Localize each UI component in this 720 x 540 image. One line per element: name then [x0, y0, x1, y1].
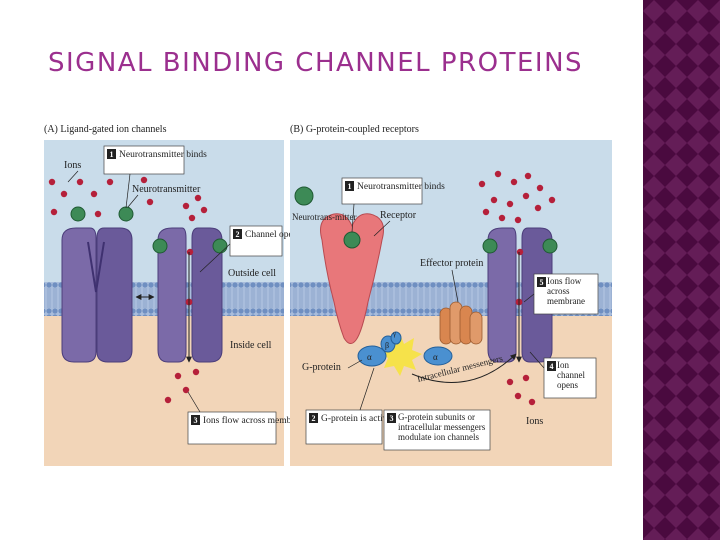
ions-outside	[48, 176, 208, 256]
label-inside-cell: Inside cell	[230, 340, 272, 351]
open-ion-channel	[157, 227, 223, 363]
neurotransmitter	[482, 238, 498, 254]
step-number: 4	[550, 362, 554, 371]
step-text: G-protein subunits or intracellular mess…	[398, 412, 486, 442]
label-g-protein: G-protein	[302, 362, 341, 373]
leader-line	[67, 170, 79, 183]
step-text: G-protein is activated	[321, 414, 404, 424]
neurotransmitter	[70, 206, 86, 222]
leader-line	[373, 220, 391, 237]
figure: (A) Ligand-gated ion channels	[40, 122, 612, 468]
step-number: 5	[540, 278, 544, 287]
ions-inside-b	[506, 374, 536, 406]
ions-outside-b	[478, 170, 556, 256]
step-number: 3	[194, 416, 198, 425]
label-outside-cell: Outside cell	[228, 268, 276, 279]
neurotransmitter	[152, 238, 168, 254]
effector-protein	[439, 301, 483, 345]
ions-inside	[164, 368, 200, 404]
label-alpha: α	[367, 352, 372, 362]
label-neurotransmitter: Neurotransmitter	[132, 184, 201, 195]
label-ions: Ions	[64, 160, 81, 171]
leader-line	[127, 194, 139, 208]
label-neurotransmitter-b: Neurotrans-mitter	[292, 212, 356, 222]
label-receptor: Receptor	[380, 210, 417, 221]
neurotransmitter	[294, 186, 314, 206]
step-number: 1	[348, 182, 352, 191]
slide-title: SIGNAL BINDING CHANNEL PROTEINS	[48, 48, 584, 78]
step-text: Neurotransmitter binds	[119, 150, 207, 160]
panel-b-header: (B) G-protein-coupled receptors	[290, 124, 419, 135]
step-number: 1	[110, 150, 114, 159]
messenger-arrow	[411, 353, 517, 383]
leader-line	[347, 359, 363, 369]
g-protein-alpha-subunit	[357, 345, 387, 367]
decorative-side-band	[643, 0, 720, 540]
label-effector-protein: Effector protein	[420, 258, 483, 269]
step-callout-b3: 3 G-protein subunits or intracellular me…	[383, 409, 491, 451]
step-text: Ions flow across membrane	[547, 276, 585, 306]
step-text: Channel opens	[245, 230, 302, 240]
neurotransmitter	[212, 238, 228, 254]
leader-line	[451, 269, 459, 303]
step-text: Neurotransmitter binds	[357, 182, 445, 192]
g-protein-coupled-receptor	[320, 213, 384, 344]
step-text: Ion channel opens	[557, 360, 585, 390]
label-gamma: γ	[392, 330, 396, 338]
label-ions-b: Ions	[526, 416, 543, 427]
panel-a: (A) Ligand-gated ion channels	[44, 124, 308, 466]
panel-b: (B) G-protein-coupled receptors α β γ α	[290, 124, 612, 466]
neurotransmitter	[118, 206, 134, 222]
step-callout-b1: 1 Neurotransmitter binds	[341, 177, 445, 233]
step-callout-b4: 4 Ion channel opens	[529, 351, 597, 399]
label-beta: β	[385, 341, 389, 350]
step-callout-b5: 5 Ions flow across membrane	[523, 273, 599, 315]
activation-burst	[378, 334, 422, 376]
step-number: 2	[236, 230, 240, 239]
closed-ion-channel	[61, 227, 133, 363]
step-callout-b2: 2 G-protein is activated	[305, 367, 404, 445]
neurotransmitter	[343, 231, 361, 249]
step-callout-a1: 1 Neurotransmitter binds	[103, 145, 207, 209]
step-text: Ions flow across membrane	[203, 415, 308, 426]
step-callout-a2: 2 Channel opens	[199, 225, 302, 273]
step-callout-a3: 3 Ions flow across membrane	[187, 391, 308, 445]
step-number: 3	[390, 414, 394, 423]
label-alpha-released: α	[433, 352, 438, 362]
g-protein-alpha-released	[423, 346, 453, 366]
panel-a-header: (A) Ligand-gated ion channels	[44, 124, 167, 135]
step-number: 2	[312, 414, 316, 423]
g-protein-gamma-subunit	[390, 331, 402, 345]
neurotransmitter	[542, 238, 558, 254]
